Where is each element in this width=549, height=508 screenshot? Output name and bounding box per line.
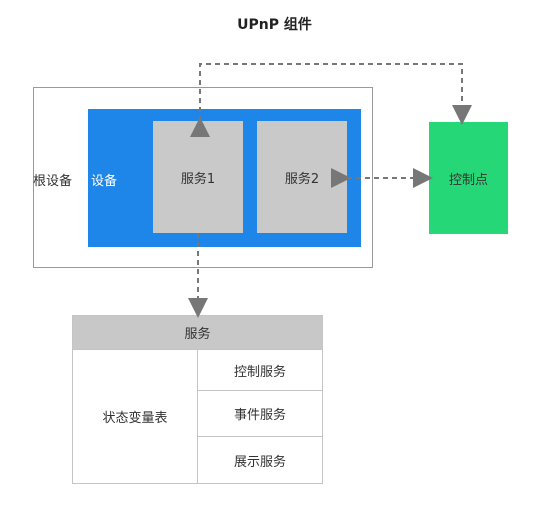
- service-2-label: 服务2: [284, 171, 320, 187]
- control-point-label: 控制点: [448, 172, 488, 188]
- control-service-label: 控制服务: [233, 364, 286, 380]
- service-details-table: 服务 状态变量表 控制服务 事件服务 展示服务: [72, 315, 323, 484]
- device-label: 设备: [91, 174, 118, 189]
- state-variable-table-label: 状态变量表: [102, 411, 168, 426]
- diagram-title: UPnP 组件: [237, 17, 312, 33]
- service-1-box: 服务1: [153, 121, 243, 233]
- service-table-header-label: 服务: [184, 327, 211, 342]
- control-service-cell: 控制服务: [198, 350, 322, 391]
- root-device-label: 根设备: [33, 174, 73, 189]
- service-1-to-control-point-connector: [190, 63, 472, 137]
- presentation-service-label: 展示服务: [233, 454, 286, 470]
- state-variable-table-cell: 状态变量表: [73, 350, 198, 483]
- control-point-box: 控制点: [429, 122, 508, 234]
- event-service-label: 事件服务: [233, 408, 286, 423]
- service-table-header: 服务: [73, 316, 322, 350]
- event-service-cell: 事件服务: [198, 391, 322, 437]
- presentation-service-cell: 展示服务: [198, 437, 322, 483]
- service-1-label: 服务1: [180, 171, 216, 187]
